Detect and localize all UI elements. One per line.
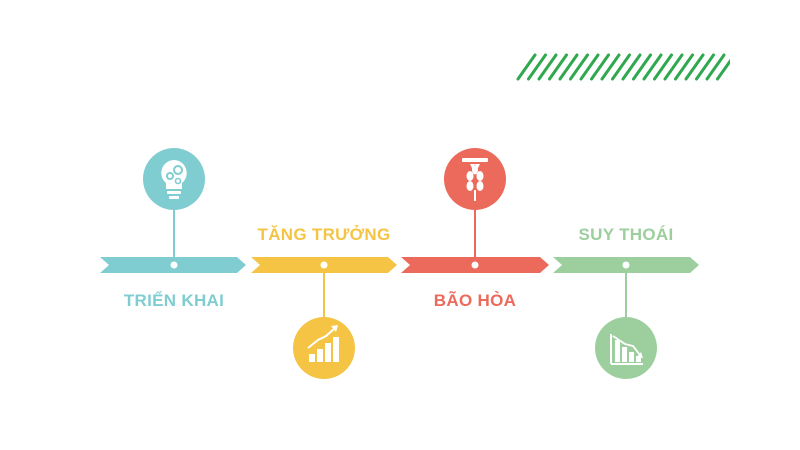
growth-chart-icon <box>293 317 355 379</box>
hatch-line <box>569 53 589 81</box>
stage-label-bao-hoa: BÃO HÒA <box>433 291 517 310</box>
hatch-line <box>558 53 579 81</box>
decline-chart-icon <box>595 317 657 379</box>
hatch-line <box>579 53 600 81</box>
hatch-line <box>537 53 558 81</box>
hatch-line <box>705 53 726 81</box>
hatch-line <box>653 53 673 81</box>
hatch-line <box>516 53 537 81</box>
hatch-decoration <box>516 53 730 81</box>
hatch-line <box>632 53 652 81</box>
hatch-line <box>527 53 547 81</box>
stage-label-tang-truong: TĂNG TRƯỞNG <box>257 225 391 244</box>
hatch-line <box>590 53 610 81</box>
node-dot-3 <box>471 261 479 269</box>
node-dot-2 <box>320 261 328 269</box>
node-dot-4 <box>622 261 630 269</box>
stage-label-suy-thoai: SUY THOÁI <box>578 225 674 244</box>
hatch-line <box>674 53 694 81</box>
hatch-line <box>716 58 730 81</box>
hatch-line <box>611 53 631 81</box>
hatch-line <box>684 53 705 81</box>
wheat-icon <box>444 148 506 210</box>
hatch-line <box>642 53 663 81</box>
hatch-line <box>621 53 642 81</box>
hatch-line <box>695 53 715 81</box>
hatch-line <box>548 53 568 81</box>
hatch-line <box>600 53 621 81</box>
hatch-line <box>663 53 684 81</box>
node-dot-1 <box>170 261 178 269</box>
stage-label-trien-khai: TRIỂN KHAI <box>123 291 225 310</box>
lightbulb-gears-icon <box>143 148 205 210</box>
